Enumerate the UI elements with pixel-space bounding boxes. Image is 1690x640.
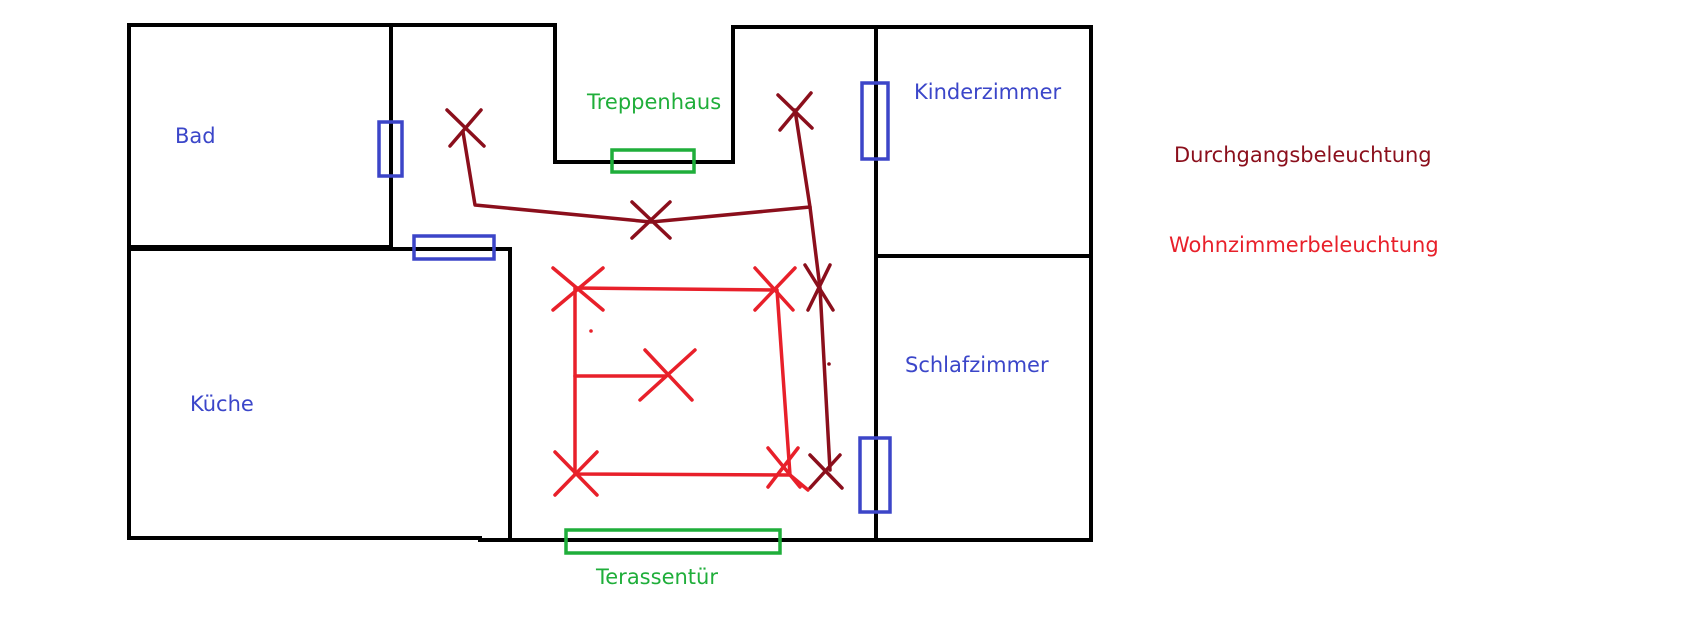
durchgang-light-3 (630, 200, 672, 240)
wohn-light-5 (766, 446, 802, 489)
room-labels: Bad Küche Treppenhaus Kinderzimmer Schla… (175, 80, 1061, 589)
wohn-wire-square (573, 286, 792, 477)
label-terassentuer: Terassentür (595, 565, 718, 589)
durchgang-lighting (445, 91, 844, 490)
opening-treppenhaus (610, 148, 696, 174)
durchgang-dot (827, 362, 831, 366)
openings (564, 148, 782, 555)
door-schlafzimmer (858, 436, 892, 514)
wohn-light-3 (638, 348, 697, 402)
durchgang-wire-1 (461, 130, 812, 224)
wall-kueche (127, 247, 482, 540)
label-kinderzimmer: Kinderzimmer (914, 80, 1061, 104)
label-kueche: Küche (190, 392, 254, 416)
legend-durchgang: Durchgangsbeleuchtung (1174, 143, 1432, 167)
walls (127, 23, 1093, 542)
legend: Durchgangsbeleuchtung Wohnzimmerbeleucht… (1169, 143, 1439, 257)
durchgang-light-5 (808, 453, 844, 490)
wall-stair (389, 23, 880, 164)
wall-bad (127, 23, 393, 249)
wohn-dot (589, 329, 593, 333)
doors (377, 81, 892, 514)
door-bad (377, 120, 404, 178)
wohn-light-1 (551, 266, 605, 312)
label-schlafzimmer: Schlafzimmer (905, 353, 1049, 377)
wohn-light-4 (553, 450, 599, 497)
opening-terassentuer (564, 528, 782, 555)
door-kinderzimmer (860, 81, 890, 161)
wohnzimmer-lighting (551, 266, 810, 497)
legend-wohnzimmer: Wohnzimmerbeleuchtung (1169, 233, 1439, 257)
label-treppenhaus: Treppenhaus (586, 90, 721, 114)
durchgang-light-1 (445, 108, 486, 148)
durchgang-light-2 (776, 91, 814, 132)
wohn-light-2 (753, 266, 797, 312)
durchgang-wire-2 (793, 108, 832, 472)
door-kueche (412, 234, 496, 261)
durchgang-light-4 (803, 263, 835, 312)
label-bad: Bad (175, 124, 216, 148)
